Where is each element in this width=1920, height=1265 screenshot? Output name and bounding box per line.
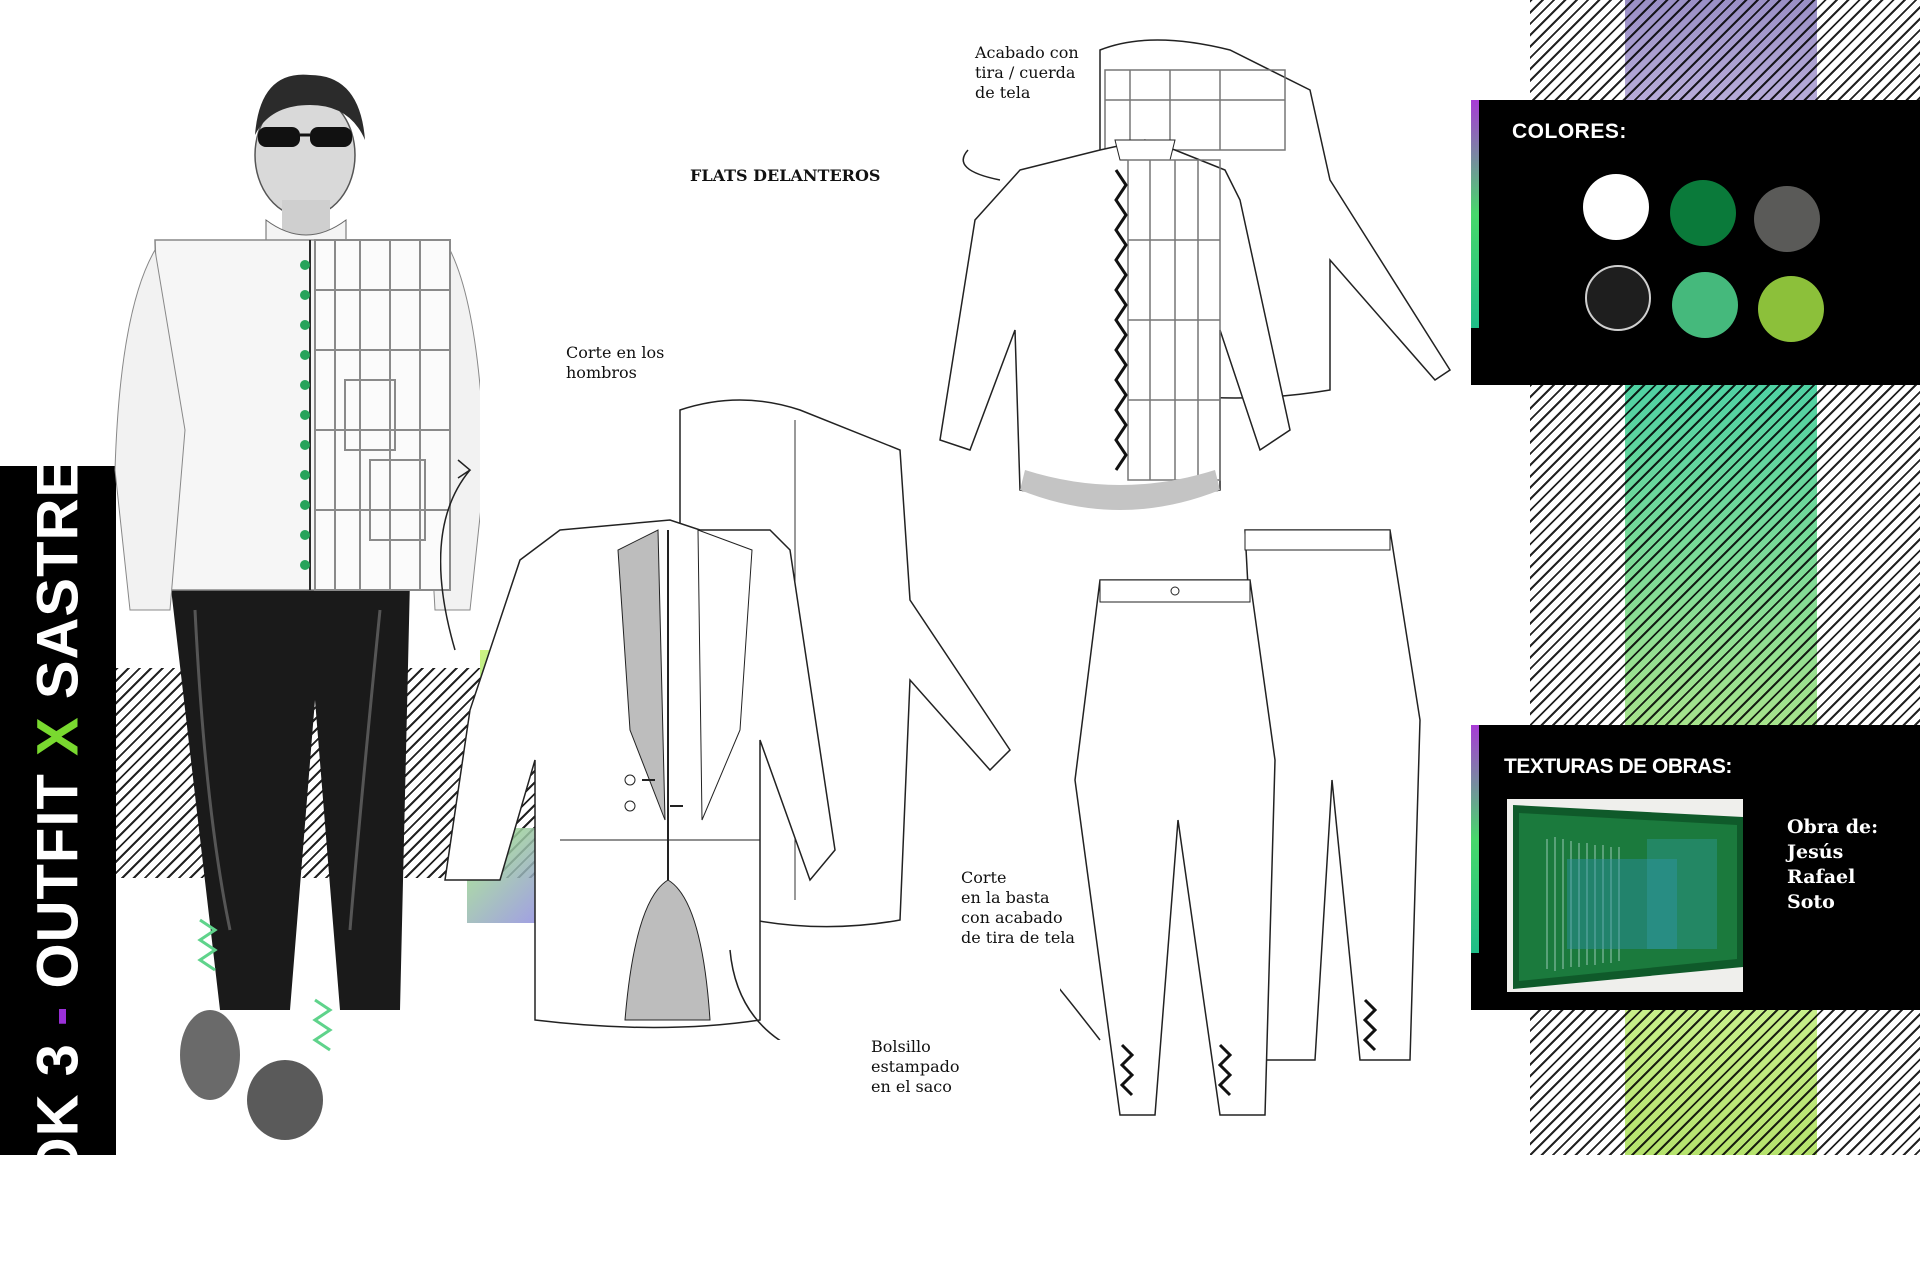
flats-heading: FLATS DELANTEROS <box>690 166 881 185</box>
color-swatch-lime <box>1758 276 1824 342</box>
annotation-strip-finish: Acabado con tira / cuerda de tela <box>975 43 1079 102</box>
model-illustration <box>114 74 480 1140</box>
textures-title: TEXTURAS DE OBRAS: <box>1504 755 1732 778</box>
annotation-shoulder-cut: Corte en los hombros <box>566 343 665 382</box>
purple-stripe <box>1625 0 1817 100</box>
look-title: LOOK 3 - OUTFIT X SASTRERIA <box>25 355 92 1265</box>
artwork-illustration <box>1507 799 1743 992</box>
look-label: LOOK 3 <box>25 1043 91 1265</box>
artwork-credit: Obra de: Jesús Rafael Soto <box>1787 816 1879 913</box>
color-swatch-gray <box>1754 186 1820 252</box>
annotation-pocket: Bolsillo estampado en el saco <box>871 1037 960 1096</box>
teal-gradient-stripe <box>1625 385 1817 725</box>
annotation-hem-cut: Corte en la basta con acabado de tira de… <box>961 868 1075 947</box>
color-swatch-dark-green <box>1670 180 1736 246</box>
accent-bar <box>1471 725 1479 953</box>
colors-title: COLORES: <box>1512 120 1627 143</box>
textures-panel: TEXTURAS DE OBRAS: Obra de: Jesús Rafael… <box>1471 725 1920 1010</box>
shirt-flats <box>939 39 1452 510</box>
accent-bar <box>1471 100 1479 328</box>
title-dash: - <box>25 1005 91 1026</box>
color-swatch-mint <box>1672 272 1738 338</box>
blazer-flats <box>440 399 1011 1040</box>
brand-label: SASTRERIA <box>25 355 91 700</box>
pants-flats <box>1060 529 1421 1116</box>
lime-stripe <box>1625 1010 1817 1155</box>
colors-panel: COLORES: <box>1471 100 1920 385</box>
outfit-label: OUTFIT <box>25 773 91 989</box>
title-x: X <box>25 716 91 756</box>
color-swatch-black <box>1585 265 1651 331</box>
look-title-bar: LOOK 3 - OUTFIT X SASTRERIA <box>0 355 116 1265</box>
color-swatch-white <box>1583 174 1649 240</box>
artwork-image <box>1507 799 1743 992</box>
